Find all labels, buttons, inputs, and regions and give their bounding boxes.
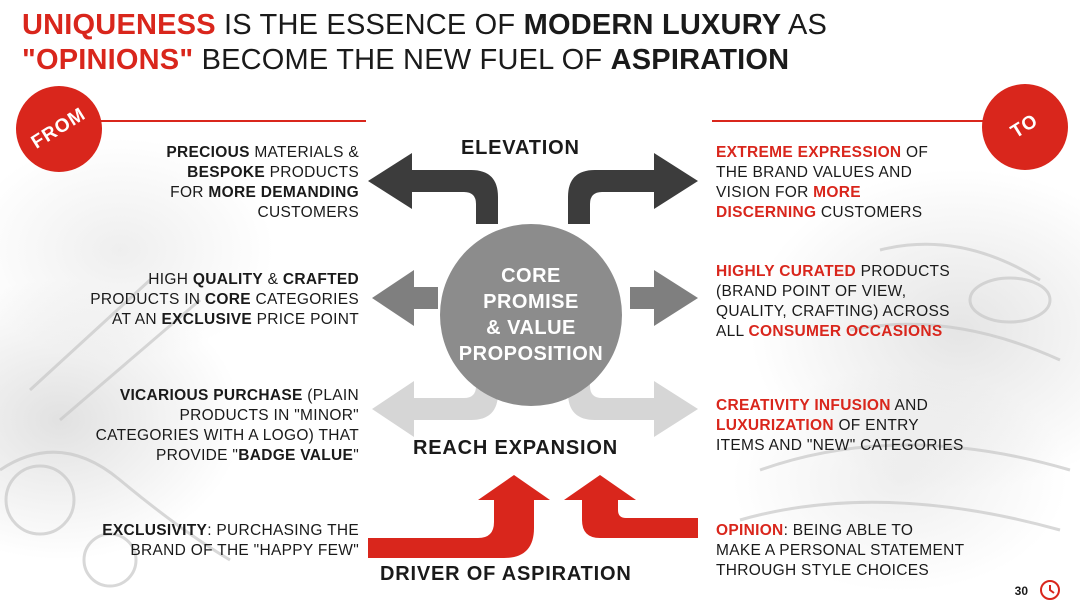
to-text: : BEING ABLE TO bbox=[783, 522, 914, 539]
to-item-highly-curated: HIGHLY CURATED PRODUCTS (BRAND POINT OF … bbox=[716, 262, 950, 342]
core-line: CORE bbox=[501, 265, 561, 287]
from-item-precious: PRECIOUS MATERIALS & BESPOKE PRODUCTS FO… bbox=[166, 143, 359, 223]
to-item-opinion: OPINION: BEING ABLE TO MAKE A PERSONAL S… bbox=[716, 521, 964, 581]
reach-left-arrow bbox=[372, 372, 498, 437]
title-modern-luxury: MODERN LUXURY bbox=[523, 9, 782, 41]
to-text: ALL bbox=[716, 323, 749, 340]
from-text: PRODUCTS IN bbox=[90, 291, 205, 308]
from-text: EXCLUSIVITY bbox=[102, 522, 208, 539]
to-text: AND bbox=[890, 397, 929, 414]
to-text: OPINION bbox=[716, 522, 784, 539]
from-item-vicarious: VICARIOUS PURCHASE (PLAIN PRODUCTS IN "M… bbox=[96, 386, 359, 466]
from-text: PRODUCTS bbox=[265, 164, 359, 181]
title-text: IS THE ESSENCE OF bbox=[215, 9, 524, 41]
to-text: PRODUCTS bbox=[855, 263, 950, 280]
to-item-creativity: CREATIVITY INFUSION AND LUXURIZATION OF … bbox=[716, 396, 964, 456]
from-text: PRICE POINT bbox=[252, 311, 359, 328]
from-text: CORE bbox=[204, 291, 251, 308]
driver-of-aspiration-label: DRIVER OF ASPIRATION bbox=[380, 563, 632, 585]
to-text: MORE bbox=[813, 184, 861, 201]
core-line: PROPOSITION bbox=[458, 343, 604, 365]
page-number: 30 bbox=[1014, 584, 1028, 598]
to-text: HIGHLY CURATED bbox=[716, 263, 856, 280]
from-text: MORE DEMANDING bbox=[208, 184, 359, 201]
middle-left-arrow bbox=[372, 270, 438, 326]
to-text: CREATIVITY INFUSION bbox=[716, 397, 891, 414]
from-text: BESPOKE bbox=[187, 164, 266, 181]
from-text: VICARIOUS PURCHASE bbox=[119, 387, 303, 404]
from-text: HIGH bbox=[148, 271, 193, 288]
reach-expansion-label: REACH EXPANSION bbox=[413, 437, 618, 459]
to-text: (BRAND POINT OF VIEW, bbox=[716, 283, 907, 300]
to-divider bbox=[712, 120, 1020, 122]
to-text: OF bbox=[901, 144, 929, 161]
from-text: PROVIDE " bbox=[155, 447, 239, 464]
driver-left-arrow bbox=[368, 475, 550, 558]
from-text: AT AN bbox=[112, 311, 162, 328]
to-text: OF ENTRY bbox=[833, 417, 919, 434]
core-line: PROMISE bbox=[483, 291, 579, 313]
title-text: AS bbox=[781, 9, 828, 41]
core-promise-circle: CORE PROMISE & VALUE PROPOSITION bbox=[440, 224, 622, 406]
from-text: CRAFTED bbox=[282, 271, 359, 288]
to-text: THE BRAND VALUES AND bbox=[716, 164, 913, 181]
reach-right-arrow bbox=[568, 372, 698, 437]
to-text: LUXURIZATION bbox=[716, 417, 834, 434]
from-text: : PURCHASING THE bbox=[207, 522, 359, 539]
elevation-left-arrow bbox=[368, 153, 498, 224]
from-text: EXCLUSIVE bbox=[161, 311, 253, 328]
to-text: CUSTOMERS bbox=[816, 204, 923, 221]
to-item-extreme-expression: EXTREME EXPRESSION OF THE BRAND VALUES A… bbox=[716, 143, 928, 223]
from-item-exclusivity: EXCLUSIVITY: PURCHASING THE BRAND OF THE… bbox=[102, 521, 359, 561]
from-text: BADGE VALUE bbox=[238, 447, 354, 464]
to-badge: TO bbox=[982, 84, 1068, 170]
to-text: QUALITY, CRAFTING) ACROSS bbox=[716, 303, 950, 320]
from-divider bbox=[58, 120, 366, 122]
to-text: MAKE A PERSONAL STATEMENT bbox=[716, 542, 965, 559]
from-text: CUSTOMERS bbox=[257, 204, 359, 221]
to-text: ITEMS AND "NEW" CATEGORIES bbox=[716, 437, 964, 454]
title-opinions: "OPINIONS" bbox=[22, 44, 194, 76]
title-aspiration: ASPIRATION bbox=[610, 44, 790, 76]
elevation-label: ELEVATION bbox=[461, 137, 580, 159]
from-text: & bbox=[262, 271, 283, 288]
from-text: FOR bbox=[170, 184, 209, 201]
driver-right-arrow bbox=[564, 475, 698, 538]
elevation-right-arrow bbox=[568, 153, 698, 224]
to-text: DISCERNING bbox=[716, 204, 817, 221]
from-text: MATERIALS & bbox=[249, 144, 359, 161]
to-text: VISION FOR bbox=[716, 184, 814, 201]
from-text: BRAND OF THE "HAPPY FEW" bbox=[130, 542, 359, 559]
page-title: UNIQUENESS IS THE ESSENCE OF MODERN LUXU… bbox=[22, 8, 1062, 78]
from-text: (PLAIN bbox=[302, 387, 359, 404]
from-text: " bbox=[353, 447, 359, 464]
title-text: BECOME THE NEW FUEL OF bbox=[193, 44, 611, 76]
from-text: PRECIOUS bbox=[166, 144, 250, 161]
core-line: & VALUE bbox=[486, 317, 576, 339]
from-text: PRODUCTS IN "MINOR" bbox=[179, 407, 359, 424]
from-text: CATEGORIES WITH A LOGO) THAT bbox=[95, 427, 359, 444]
to-text: EXTREME EXPRESSION bbox=[716, 144, 902, 161]
title-uniqueness: UNIQUENESS bbox=[22, 9, 216, 41]
from-text: QUALITY bbox=[192, 271, 263, 288]
brand-logo-icon bbox=[1040, 580, 1060, 600]
from-badge: FROM bbox=[16, 86, 102, 172]
to-text: THROUGH STYLE CHOICES bbox=[716, 562, 929, 579]
middle-right-arrow bbox=[630, 270, 698, 326]
to-text: CONSUMER OCCASIONS bbox=[748, 323, 943, 340]
from-text: CATEGORIES bbox=[250, 291, 359, 308]
from-item-quality: HIGH QUALITY & CRAFTED PRODUCTS IN CORE … bbox=[90, 270, 359, 330]
